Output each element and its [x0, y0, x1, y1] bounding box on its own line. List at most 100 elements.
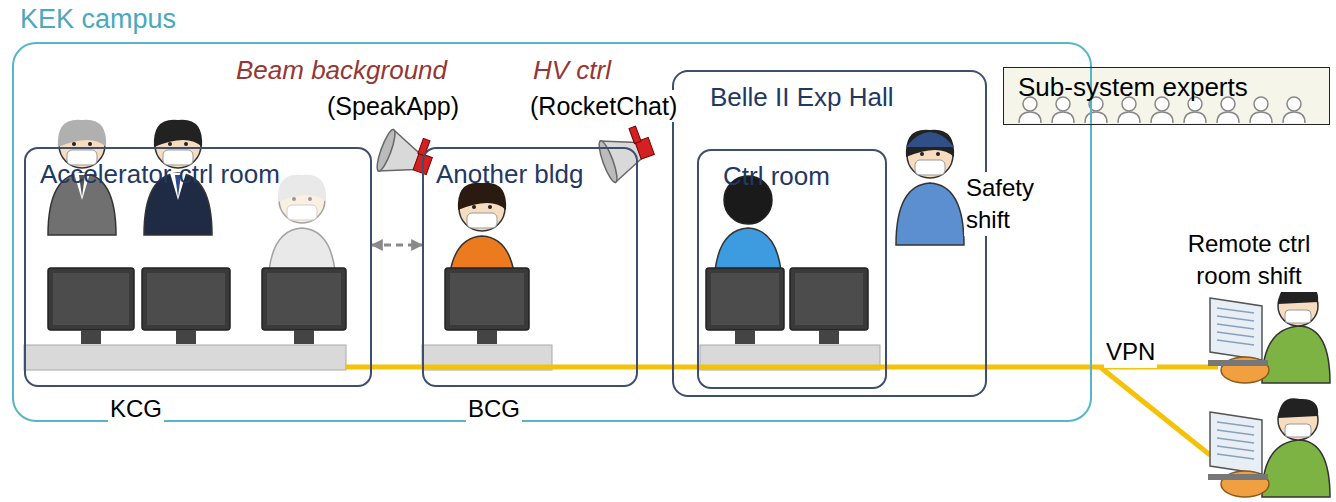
drawing-part [795, 273, 863, 325]
drawing-part [176, 330, 196, 344]
hair [278, 175, 326, 202]
drawing-part [1285, 310, 1311, 323]
drawing-part [1217, 316, 1254, 321]
drawing-part [790, 268, 868, 330]
expert-icon [1151, 112, 1173, 123]
panel-fill [1003, 67, 1330, 125]
text-label: (SpeakApp) [325, 90, 461, 122]
drawing-part [1208, 360, 1268, 366]
remote-shifter [1208, 284, 1330, 383]
drawing-part [1217, 446, 1254, 451]
expert-icon [1085, 112, 1107, 123]
drawing-part [735, 330, 755, 344]
room-box: Ctrl room [697, 149, 887, 389]
drawing-part [819, 330, 839, 344]
drawing-part [147, 273, 225, 325]
drawing-part [262, 268, 346, 330]
drawing-part [1210, 298, 1262, 360]
room-title: Belle II Exp Hall [710, 82, 894, 112]
expert-icon [1052, 112, 1074, 123]
drawing-part [1217, 422, 1254, 427]
expert-icon [1184, 112, 1206, 123]
eye [292, 197, 296, 201]
monitor [262, 268, 346, 344]
drawing-part [450, 273, 524, 325]
drawing-part [1285, 424, 1311, 437]
eye [88, 142, 92, 146]
expert-icon [1287, 97, 1301, 111]
monitor [142, 268, 230, 344]
drawing-part [629, 126, 641, 143]
expert-icon [1118, 112, 1140, 123]
eye [936, 152, 940, 156]
eye [184, 142, 188, 146]
expert-icon [1254, 97, 1268, 111]
drawing-part [1217, 438, 1254, 443]
drawing-part [1210, 412, 1262, 474]
text-label: (RocketChat) [528, 90, 679, 122]
expert-icon [1250, 112, 1272, 123]
drawing-part [445, 268, 529, 330]
eye [168, 142, 172, 146]
drawing-part [48, 268, 134, 330]
monitor [445, 268, 529, 344]
mask [287, 205, 317, 220]
drawing-part [1217, 454, 1254, 459]
drawing-part [267, 273, 341, 325]
text-label: Beam background [234, 54, 449, 86]
mask [467, 213, 497, 228]
expert-icon [1217, 112, 1239, 123]
network-line [345, 367, 1218, 455]
drawing-part [596, 139, 620, 184]
room-box: Accelerator ctrl room [24, 147, 372, 387]
text-label: HV ctrl [531, 54, 613, 86]
room-title: Another bldg [436, 159, 583, 189]
monitor [790, 268, 868, 344]
drawing-part [1217, 340, 1254, 345]
hair [154, 120, 202, 147]
drawing-part [1262, 440, 1330, 497]
megaphone [595, 123, 659, 184]
expert-icon [1019, 112, 1041, 123]
drawing-part [711, 273, 779, 325]
eye [488, 205, 492, 209]
room-box: Sub-system experts [1003, 67, 1330, 125]
drawing-part [53, 273, 129, 325]
head [907, 132, 953, 178]
room-title: Ctrl room [723, 161, 830, 191]
remote-shifter [1208, 398, 1330, 497]
text-label: BCG [466, 393, 522, 425]
desk [24, 345, 346, 370]
eye [472, 205, 476, 209]
monitor [706, 268, 784, 344]
eye [72, 142, 76, 146]
drawing-part [1208, 474, 1268, 480]
hair [58, 120, 106, 147]
dashed-arrow [372, 244, 422, 247]
person-figure [896, 130, 964, 245]
text-label: KCG [108, 393, 164, 425]
text-label: Remote ctrl room shift [1166, 228, 1332, 292]
text-label: VPN [1104, 336, 1157, 368]
room-title: Accelerator ctrl room [40, 159, 280, 189]
room-box: Belle II Exp HallCtrl room [672, 70, 987, 397]
drawing-part [1278, 398, 1318, 418]
eye [920, 152, 924, 156]
drawing-part [1217, 324, 1254, 329]
megaphone [374, 126, 438, 187]
drawing-part [374, 128, 398, 173]
room-title: Sub-system experts [1018, 72, 1248, 102]
drawing-part [1217, 332, 1254, 337]
room-box: Another bldg [422, 147, 638, 387]
drawing-part [477, 330, 497, 344]
drawing-part [1262, 326, 1330, 383]
expert-icon [1283, 112, 1305, 123]
cap [906, 132, 954, 147]
text-label: Safety shift [964, 172, 1060, 236]
room-title: KEK campus [20, 4, 176, 34]
monitor [48, 268, 134, 344]
drawing-part [142, 268, 230, 330]
hair [906, 130, 954, 157]
drawing-part [81, 330, 101, 344]
mask [915, 160, 945, 175]
